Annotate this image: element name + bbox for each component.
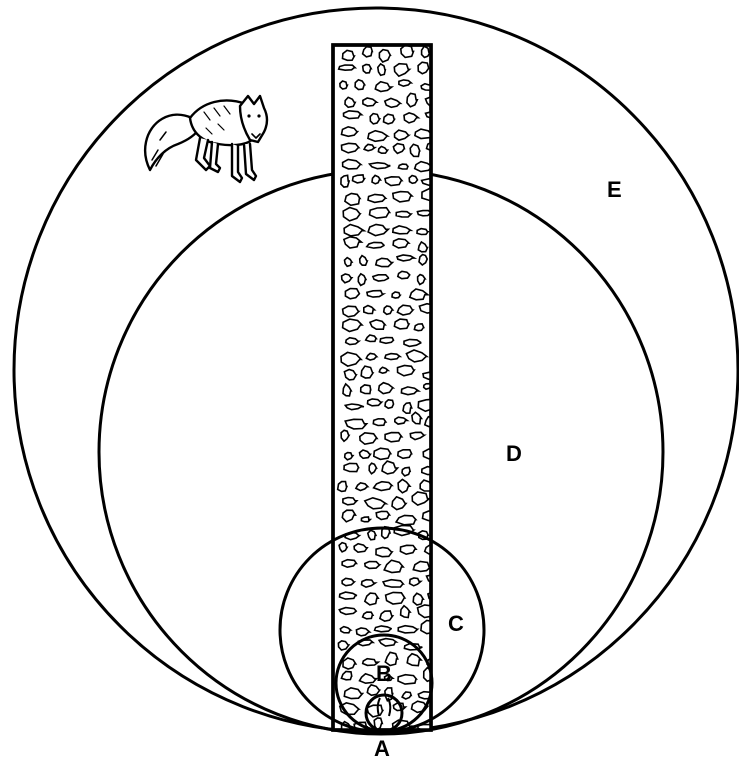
pebble [363, 47, 373, 57]
pebble [380, 611, 393, 621]
pebble [361, 517, 370, 522]
pebble [366, 353, 376, 360]
pebble [385, 177, 402, 186]
pebble-column [333, 45, 447, 733]
pebble [398, 450, 412, 459]
pebble [373, 275, 389, 281]
pebble [378, 64, 386, 75]
pebble [393, 144, 404, 154]
pebble [410, 144, 420, 156]
pebble [363, 65, 372, 74]
pebble [340, 81, 348, 89]
pebble [338, 482, 347, 492]
pebble [367, 291, 384, 298]
pebble [394, 319, 409, 329]
label-a: A [374, 736, 390, 760]
pebble [393, 239, 409, 248]
pebble [379, 50, 390, 62]
pebble [342, 578, 354, 585]
pebble [393, 192, 412, 202]
pebble [417, 229, 428, 235]
pebble [392, 292, 400, 298]
pebble [383, 580, 403, 587]
pebble [376, 511, 389, 519]
pebble [365, 562, 380, 569]
pebble [343, 50, 355, 60]
pebble [401, 45, 414, 57]
pebble [427, 142, 443, 152]
pebble [398, 164, 408, 169]
pebble [414, 324, 423, 331]
pebble [353, 175, 365, 183]
pebble [426, 111, 445, 118]
pebble [385, 354, 400, 360]
pebble [385, 433, 402, 442]
label-c: C [448, 611, 464, 636]
fox-icon [145, 96, 267, 182]
pebble [345, 193, 360, 205]
pebble [396, 211, 411, 217]
pebble [368, 194, 386, 202]
pebble [398, 366, 415, 376]
pebble [367, 242, 385, 248]
pebble [398, 675, 416, 684]
label-b: B [376, 661, 392, 686]
pebble [422, 46, 430, 57]
pebble [421, 621, 437, 634]
pebble [373, 419, 386, 426]
pebble [355, 80, 365, 90]
pebble [370, 114, 380, 124]
pebble [344, 463, 359, 471]
pebble [370, 208, 390, 218]
pebble [344, 111, 362, 119]
pebble [339, 65, 355, 70]
pebble [361, 366, 373, 378]
pebble [398, 271, 410, 278]
pebble [339, 543, 347, 552]
pebble [380, 338, 393, 344]
pebble [409, 176, 417, 184]
pebble [407, 93, 417, 106]
pebble [363, 612, 373, 619]
pebble [368, 530, 376, 540]
pebble [384, 114, 395, 124]
pebble [341, 175, 349, 187]
pebble [386, 592, 405, 604]
pebble [342, 127, 358, 137]
pebble [361, 385, 371, 394]
label-d: D [506, 441, 522, 466]
label-e: E [607, 177, 622, 202]
pebble [339, 608, 356, 615]
pebble [403, 403, 412, 413]
pebble [374, 448, 391, 459]
pebble [402, 467, 410, 476]
pebble [358, 274, 366, 286]
pebble [342, 560, 356, 568]
pebble [400, 545, 416, 554]
pebble [418, 692, 435, 699]
pebble [385, 400, 394, 409]
pebble [418, 399, 437, 411]
